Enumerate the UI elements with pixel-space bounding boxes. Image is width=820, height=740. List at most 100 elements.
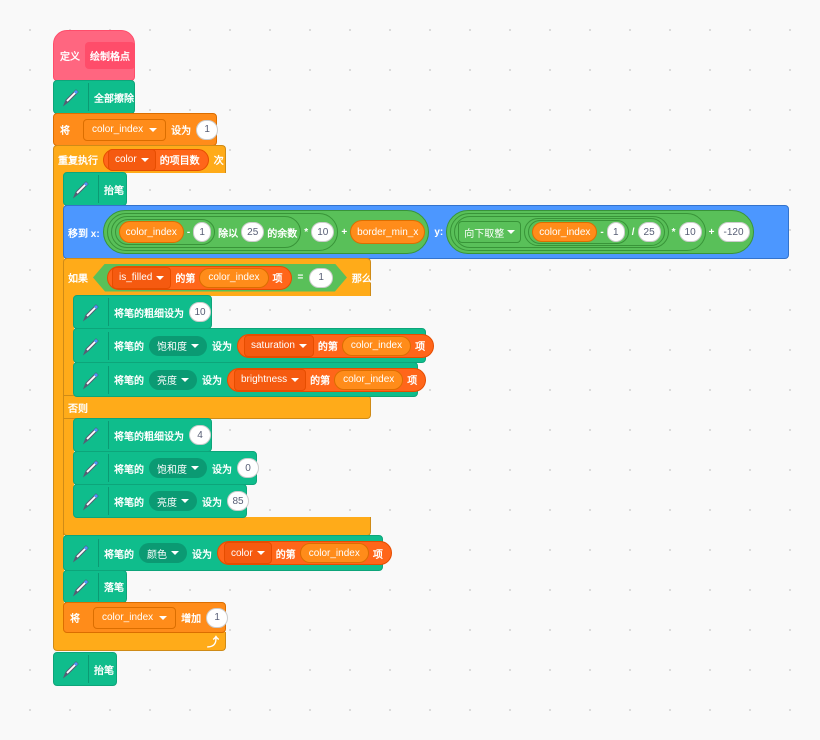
list-dropdown[interactable]: color	[224, 542, 272, 564]
change-variable-block[interactable]: 将 color_index 增加 1	[63, 602, 229, 633]
list-item-reporter[interactable]: is_filled 的第 color_index 项	[107, 266, 292, 290]
list-length-reporter[interactable]: color 的项目数	[103, 148, 209, 171]
set-pen-brightness-block[interactable]: 将笔的 亮度 设为 brightness 的第 color_index 项	[73, 362, 427, 397]
variable-dropdown[interactable]: color_index	[93, 606, 177, 629]
block-label: 将笔的	[114, 376, 144, 387]
mod-operator[interactable]: color_index - 1 除以 25 的余数	[110, 216, 302, 248]
variable-reporter[interactable]: color_index	[532, 222, 598, 242]
define-label: 定义	[60, 52, 80, 63]
value-input[interactable]: 1	[196, 119, 219, 140]
list-dropdown[interactable]: brightness	[234, 368, 307, 391]
number-input[interactable]: 25	[241, 222, 265, 242]
floor-operator[interactable]: 向下取整 color_index - 1 / 25	[454, 216, 669, 248]
reporter-label: 项	[272, 274, 283, 285]
set-pen-saturation-block[interactable]: 将笔的 饱和度 设为 0	[73, 451, 259, 485]
repeat-bottom: ⤴	[53, 632, 226, 651]
subtract-operator[interactable]: color_index - 1	[114, 219, 216, 245]
list-dropdown[interactable]: is_filled	[112, 267, 171, 289]
block-label: 全部擦除	[94, 93, 134, 105]
list-dropdown[interactable]: color	[108, 148, 156, 171]
pen-up-block[interactable]: 抬笔	[63, 172, 127, 206]
list-name: color	[115, 154, 137, 165]
block-label: 设为	[202, 497, 222, 509]
repeat-block[interactable]: 重复执行 color 的项目数 次	[53, 145, 226, 173]
variable-reporter[interactable]: color_index	[299, 543, 369, 563]
number-input[interactable]: 4	[189, 425, 211, 445]
block-label: 设为	[171, 126, 192, 137]
list-name: brightness	[241, 374, 288, 385]
pen-param-dropdown[interactable]: 颜色	[139, 543, 187, 563]
block-label: 设为	[202, 376, 222, 387]
pen-icon	[70, 572, 99, 601]
pen-param-dropdown[interactable]: 饱和度	[149, 458, 207, 478]
operator-symbol: *	[304, 226, 309, 238]
number-input[interactable]: 25	[637, 222, 661, 242]
dropdown-arrow-icon	[140, 157, 149, 162]
number-input[interactable]: -120	[717, 222, 750, 242]
set-pen-saturation-block[interactable]: 将笔的 饱和度 设为 saturation 的第 color_index 项	[73, 328, 435, 363]
set-pen-color-block[interactable]: 将笔的 颜色 设为 color 的第 color_index 项	[63, 535, 392, 571]
param-name: 饱和度	[157, 342, 187, 353]
define-block[interactable]: 定义 绘制格点	[53, 30, 135, 81]
variable-reporter[interactable]: color_index	[334, 369, 404, 390]
pen-clear-block[interactable]: 全部擦除	[53, 80, 135, 114]
dropdown-arrow-icon	[191, 343, 199, 348]
number-input[interactable]: 1	[309, 268, 333, 288]
operator-symbol: *	[671, 226, 676, 238]
block-label: 设为	[192, 549, 212, 561]
variable-reporter[interactable]: color_index	[341, 335, 412, 356]
else-bar: 否则	[63, 395, 371, 419]
number-input[interactable]: 10	[189, 302, 211, 322]
pen-param-dropdown[interactable]: 饱和度	[149, 335, 207, 356]
block-label: 那么	[351, 274, 372, 285]
param-name: 亮度	[157, 376, 177, 387]
custom-block-name: 绘制格点	[85, 42, 135, 69]
multiply-operator[interactable]: color_index - 1 除以 25 的余数 * 10	[106, 213, 339, 251]
variable-reporter[interactable]: color_index	[118, 221, 184, 243]
list-name: color	[231, 547, 253, 559]
divide-operator[interactable]: color_index - 1 / 25	[524, 218, 665, 246]
block-label: 将笔的粗细设为	[114, 431, 184, 443]
block-label: 将笔的	[114, 342, 144, 353]
goto-xy-block[interactable]: 移到 x: color_index - 1 除以 25 的余数 * 10 + b…	[63, 205, 789, 259]
set-pen-brightness-block[interactable]: 将笔的 亮度 设为 85	[73, 484, 249, 518]
number-input[interactable]: 1	[606, 222, 625, 242]
pen-down-block[interactable]: 落笔	[63, 570, 127, 603]
param-name: 饱和度	[157, 464, 187, 476]
reporter-label: 的第	[275, 549, 296, 561]
set-pen-size-block[interactable]: 将笔的粗细设为 10	[73, 295, 212, 329]
list-item-reporter[interactable]: saturation 的第 color_index 项	[237, 333, 435, 358]
pen-param-dropdown[interactable]: 亮度	[149, 491, 197, 511]
list-item-reporter[interactable]: brightness 的第 color_index 项	[227, 367, 427, 392]
add-operator[interactable]: color_index - 1 除以 25 的余数 * 10 + border_…	[102, 210, 430, 254]
dropdown-arrow-icon	[181, 499, 189, 503]
math-function-dropdown[interactable]: 向下取整	[458, 221, 522, 243]
variable-dropdown[interactable]: color_index	[83, 118, 167, 141]
block-label: 抬笔	[94, 665, 114, 677]
add-operator[interactable]: 向下取整 color_index - 1 / 25 * 10 + -120	[446, 210, 754, 254]
pen-icon	[80, 454, 109, 482]
variable-name: color_index	[92, 124, 144, 135]
number-input[interactable]: 0	[237, 458, 259, 478]
number-input[interactable]: 10	[678, 222, 702, 242]
subtract-operator[interactable]: color_index - 1	[528, 220, 629, 244]
dropdown-arrow-icon	[156, 276, 164, 280]
set-pen-size-block[interactable]: 将笔的粗细设为 4	[73, 418, 212, 452]
list-dropdown[interactable]: saturation	[244, 334, 314, 357]
list-item-reporter[interactable]: color 的第 color_index 项	[217, 541, 392, 565]
reporter-label: 的项目数	[159, 156, 200, 167]
variable-reporter[interactable]: color_index	[199, 268, 268, 288]
number-input[interactable]: 1	[206, 607, 229, 628]
variable-reporter[interactable]: border_min_x	[350, 220, 426, 244]
number-input[interactable]: 10	[311, 222, 335, 242]
number-input[interactable]: 1	[193, 222, 212, 242]
dropdown-arrow-icon	[291, 377, 300, 382]
pen-param-dropdown[interactable]: 亮度	[149, 369, 197, 390]
multiply-operator[interactable]: 向下取整 color_index - 1 / 25 * 10	[450, 213, 706, 251]
dropdown-arrow-icon	[159, 615, 168, 620]
pen-up-block[interactable]: 抬笔	[53, 652, 117, 686]
number-input[interactable]: 85	[227, 491, 249, 511]
if-else-block[interactable]: 如果 is_filled 的第 color_index 项 = 1 那么	[63, 258, 372, 296]
equals-operator[interactable]: is_filled 的第 color_index 项 = 1	[93, 264, 347, 292]
set-variable-block[interactable]: 将 color_index 设为 1	[53, 113, 219, 146]
